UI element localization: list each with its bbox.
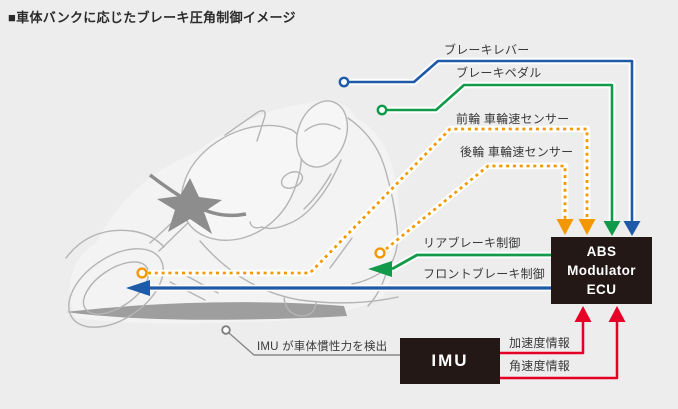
imu-box: IMU [400,338,500,384]
label-brake-lever: ブレーキレバー [444,43,530,57]
label-front-brake-control: フロントブレーキ制御 [423,267,546,281]
imu-leader-line [221,325,400,356]
arrowhead-down-blue [623,221,641,236]
abs-box-line3: ECU [586,282,617,298]
brake-lever-line [338,59,641,236]
label-rear-brake-control: リアブレーキ制御 [423,236,521,250]
front-brake-control-line [126,280,551,296]
handlebar-lever-stroke [148,173,247,218]
brake-pedal-line [376,83,621,236]
motorcycle-illustration [65,100,400,328]
rider-helmet-icon [295,100,349,168]
label-imu-detection: IMU が車体慣性力を検出 [257,341,388,353]
rear-brake-control-line [368,253,551,277]
rear-wheel-sensor-line [374,164,574,259]
connector-dot-gray [221,325,231,335]
page-title: ■車体バンクに応じたブレーキ圧角制御イメージ [8,10,296,25]
arrowhead-down-green [603,221,621,236]
abs-box-line2: Modulator [567,262,636,278]
arrowhead-up-red-1 [574,306,592,322]
abs-modulator-ecu-box: ABS Modulator ECU [551,237,652,304]
arrowhead-left-blue [126,280,150,296]
front-wheel-sensor-line [136,127,596,279]
front-wheel-icon [68,248,164,328]
arrowhead-down-orange-rear [556,219,574,235]
bank-angle-star-icon [157,178,222,234]
label-front-wheel-sensor: 前輪 車輪速センサー [456,112,570,126]
angular-velocity-info-line [500,306,626,380]
abs-box-line1: ABS [586,243,617,259]
ground-shadow [66,302,347,320]
front-wheel-rim-icon [82,261,150,315]
acceleration-info-line [500,306,592,355]
connector-dot-green [376,104,388,116]
connector-dot-orange-rear [374,247,386,259]
label-brake-pedal: ブレーキペダル [456,66,542,80]
imu-box-label: IMU [431,351,469,370]
connector-dot-orange-front [136,267,148,279]
arrowhead-down-orange-front [578,219,596,235]
arrowhead-up-red-2 [608,306,626,322]
label-rear-wheel-sensor: 後輪 車輪速センサー [460,145,574,159]
label-angular-velocity-info: 角速度情報 [509,359,571,373]
connector-dot-blue [338,76,350,88]
arrowhead-left-green [368,261,392,277]
label-acceleration-info: 加速度情報 [509,336,571,350]
